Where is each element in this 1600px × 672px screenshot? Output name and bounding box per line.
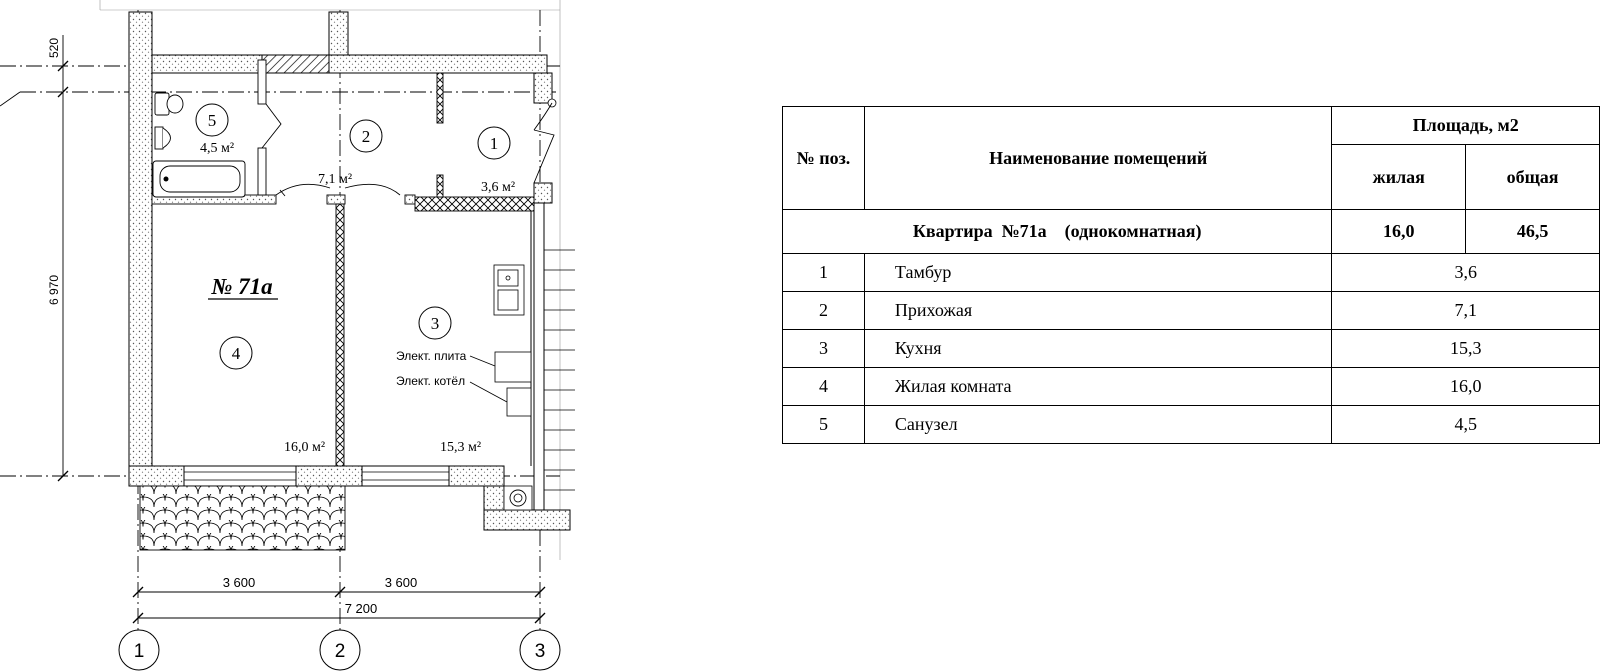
row-number: 2 — [782, 291, 865, 330]
row-area: 16,0 — [1331, 367, 1600, 406]
room-marker-5: 5 — [195, 103, 229, 137]
room-number: 1 — [490, 134, 499, 153]
boiler-label: Элект. котёл — [396, 374, 465, 388]
room-marker-2: 2 — [349, 119, 383, 153]
row-name: Жилая комната — [863, 367, 1333, 406]
row-name: Прихожая — [863, 291, 1333, 330]
table-row: 1 Тамбур 3,6 — [782, 253, 1600, 292]
room-marker-1: 1 — [477, 126, 511, 160]
room-explication-table: № поз. Наименование помещений Площадь, м… — [781, 106, 1600, 444]
dim-span-2-3: 3 600 — [385, 575, 418, 590]
room-area-5: 4,5 м² — [200, 141, 234, 156]
room-number: 4 — [232, 344, 241, 363]
row-number: 4 — [782, 367, 865, 406]
axis-bubble-3: 3 — [519, 629, 561, 671]
apartment-label: № 71а — [210, 274, 272, 299]
header-area: Площадь, м2 — [1331, 106, 1600, 145]
axis-label: 1 — [134, 641, 145, 662]
table-row: 3 Кухня 15,3 — [782, 329, 1600, 368]
dim-span-1-2: 3 600 — [223, 575, 256, 590]
apartment-living-area: 16,0 — [1331, 209, 1467, 254]
room-area-3: 15,3 м² — [440, 440, 481, 455]
row-name: Тамбур — [863, 253, 1333, 292]
row-area: 4,5 — [1331, 405, 1600, 444]
axis-bubble-1: 1 — [118, 629, 160, 671]
dim-total-width: 7 200 — [345, 601, 378, 616]
row-name: Санузел — [863, 405, 1333, 444]
header-total: общая — [1465, 144, 1600, 210]
table-row: 4 Жилая комната 16,0 — [782, 367, 1600, 406]
room-marker-3: 3 — [418, 306, 452, 340]
room-number: 3 — [431, 314, 440, 333]
dim-top-offset: 520 — [47, 38, 61, 58]
room-area-4: 16,0 м² — [284, 440, 325, 455]
apartment-title: Квартира №71а (однокомнатная) — [781, 209, 1333, 254]
floor-plan: 520 6 970 — [0, 0, 575, 671]
row-name: Кухня — [863, 329, 1333, 368]
room-area-2: 7,1 м² — [318, 172, 352, 187]
header-pos: № поз. — [782, 106, 865, 210]
row-area: 15,3 — [1331, 329, 1600, 368]
table-row: 2 Прихожая 7,1 — [782, 291, 1600, 330]
room-number: 5 — [208, 111, 217, 130]
room-area-1: 3,6 м² — [481, 180, 515, 195]
axis-label: 2 — [335, 641, 346, 662]
apartment-row: Квартира №71а (однокомнатная) 16,0 46,5 — [781, 209, 1600, 254]
room-number: 2 — [362, 127, 371, 146]
axis-label: 3 — [535, 641, 546, 662]
header-name: Наименование помещений — [863, 106, 1333, 210]
row-area: 3,6 — [1331, 253, 1600, 292]
header-living: жилая — [1331, 144, 1467, 210]
row-area: 7,1 — [1331, 291, 1600, 330]
axis-bubble-2: 2 — [319, 629, 361, 671]
room-marker-4: 4 — [219, 336, 253, 370]
row-number: 5 — [782, 405, 865, 444]
stove-label: Элект. плита — [396, 349, 467, 363]
row-number: 1 — [782, 253, 865, 292]
row-number: 3 — [782, 329, 865, 368]
table-row: 5 Санузел 4,5 — [782, 405, 1600, 444]
dim-height: 6 970 — [47, 275, 61, 305]
apartment-total-area: 46,5 — [1465, 209, 1600, 254]
